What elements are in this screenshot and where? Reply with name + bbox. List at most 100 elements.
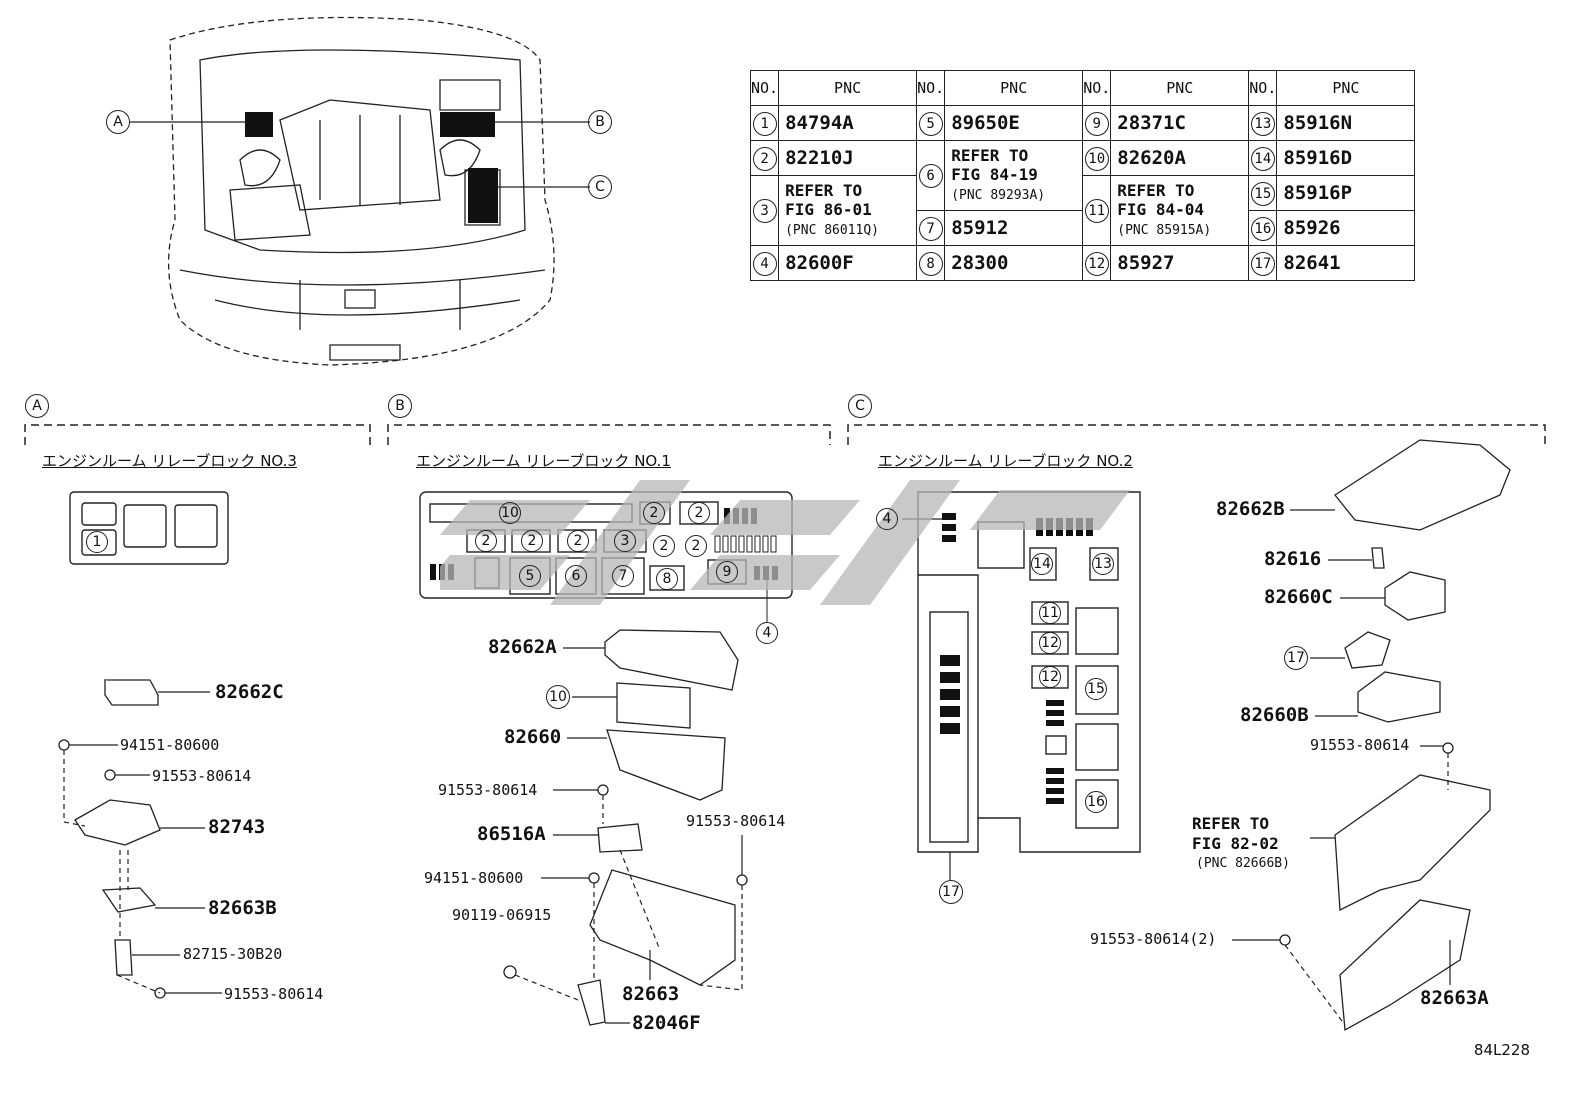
ref-2: 2	[653, 535, 675, 557]
block-a-num: 1	[86, 531, 108, 553]
pnc-cell: 82620A	[1110, 140, 1250, 176]
ref-number: 13	[1250, 111, 1275, 136]
part-label: 91553-80614	[152, 767, 252, 785]
ref-10: 10	[499, 502, 521, 524]
section-a-title: エンジンルーム リレーブロック NO.3	[42, 452, 297, 470]
section-a-marker: A	[25, 394, 49, 418]
refer-line-1: REFER TO	[785, 181, 863, 200]
refer-line-3: (PNC 86011Q)	[785, 223, 880, 238]
section-b-title: エンジンルーム リレーブロック NO.1	[416, 452, 671, 470]
part-label: 82660C	[1264, 586, 1333, 608]
part-label: 82663A	[1420, 987, 1489, 1009]
pnc-cell: 82600F	[778, 245, 918, 281]
ref-2: 2	[643, 502, 665, 524]
ref-14: 14	[1031, 553, 1053, 575]
ref-number: 17	[1250, 251, 1275, 276]
ref-number: 12	[1084, 251, 1109, 276]
header-no-1: NO.	[749, 70, 780, 106]
pnc-cell: 82210J	[778, 140, 918, 176]
ref-4: 4	[756, 622, 778, 644]
callout-c: C	[588, 175, 612, 199]
part-label: 82662B	[1216, 498, 1285, 520]
header-pnc-1: PNC	[778, 70, 918, 106]
section-c-marker: C	[848, 394, 872, 418]
refer-line-1: REFER TO	[951, 146, 1029, 165]
ref-8: 8	[656, 568, 678, 590]
table-row: 1 84794A 5 89650E 9 28371C 13 85916N	[749, 105, 1416, 141]
watermark	[440, 480, 1130, 605]
part-label: 82616	[1264, 548, 1322, 570]
ref-number: 11	[1084, 199, 1109, 223]
ref-13: 13	[1092, 553, 1114, 575]
ref-number: 2	[752, 146, 777, 171]
pnc-cell: 85912	[944, 210, 1084, 246]
part-label: 91553-80614	[224, 985, 324, 1003]
ref-15: 15	[1085, 678, 1107, 700]
header-no-2: NO.	[916, 70, 946, 106]
relay-block-no2	[917, 491, 1141, 853]
part-label: 82662C	[215, 681, 284, 703]
ref-2: 2	[475, 530, 497, 552]
ref-9: 9	[716, 561, 738, 583]
pnc-cell: 28300	[944, 245, 1084, 281]
header-no-3: NO.	[1082, 70, 1112, 106]
ref-16: 16	[1085, 791, 1107, 813]
hood-outline	[167, 16, 555, 366]
ref-17: 17	[939, 880, 963, 904]
part-label: 82660	[504, 726, 562, 748]
part-label: 86516A	[477, 823, 546, 845]
header-pnc-2: PNC	[944, 70, 1084, 106]
header-pnc-4: PNC	[1276, 70, 1416, 106]
ref-number: 10	[1084, 146, 1109, 171]
relay-block-no1	[419, 491, 793, 599]
table-row: 7 85912 16 85926	[751, 210, 1416, 246]
refer-line-2: FIG 84-04	[1117, 200, 1204, 219]
section-c-title: エンジンルーム リレーブロック NO.2	[878, 452, 1133, 470]
ref-number: 8	[918, 251, 943, 276]
ref-7: 7	[612, 565, 634, 587]
ref-11: 11	[1039, 602, 1061, 624]
pnc-cell: 82641	[1276, 245, 1416, 281]
ref-number: 15	[1250, 181, 1275, 206]
table-row: 4 82600F 8 28300 12 85927 17 82641	[749, 245, 1416, 281]
ref-6: 6	[565, 565, 587, 587]
part-label: 82046F	[632, 1012, 701, 1034]
ref-2: 2	[567, 530, 589, 552]
refer-line-1: REFER TO	[1117, 181, 1195, 200]
header-no-4: NO.	[1248, 70, 1278, 106]
ref-number: 3	[752, 199, 777, 223]
part-label: FIG 82-02	[1192, 834, 1279, 853]
ref-4: 4	[876, 508, 898, 530]
refer-line-2: FIG 84-19	[951, 165, 1038, 184]
pnc-cell: 85926	[1276, 210, 1416, 246]
ref-2: 2	[685, 535, 707, 557]
pnc-cell: 89650E	[944, 105, 1084, 141]
ref-number: 6	[918, 164, 943, 188]
part-label: 82660B	[1240, 704, 1309, 726]
ref-2: 2	[521, 530, 543, 552]
header-pnc-3: PNC	[1110, 70, 1250, 106]
ref-number: 1	[752, 111, 777, 136]
part-label: 91553-80614	[1310, 736, 1410, 754]
ref-10: 10	[546, 685, 570, 709]
part-label: 82663B	[208, 897, 277, 919]
part-label: 90119-06915	[452, 906, 552, 924]
part-label: 82663	[622, 983, 680, 1005]
ref-12: 12	[1039, 666, 1061, 688]
part-label: 82662A	[488, 636, 557, 658]
part-label: 91553-80614(2)	[1090, 930, 1217, 948]
pnc-cell: 28371C	[1110, 105, 1250, 141]
section-b-marker: B	[388, 394, 412, 418]
relay-block-no3	[69, 491, 229, 565]
ref-number: 14	[1250, 146, 1275, 171]
table-header-row: NO. PNC NO. PNC NO. PNC NO. PNC	[749, 70, 1416, 106]
ref-12: 12	[1039, 632, 1061, 654]
refer-line-2: FIG 86-01	[785, 200, 872, 219]
pnc-table: NO. PNC NO. PNC NO. PNC NO. PNC 1 84794A…	[749, 70, 1416, 281]
